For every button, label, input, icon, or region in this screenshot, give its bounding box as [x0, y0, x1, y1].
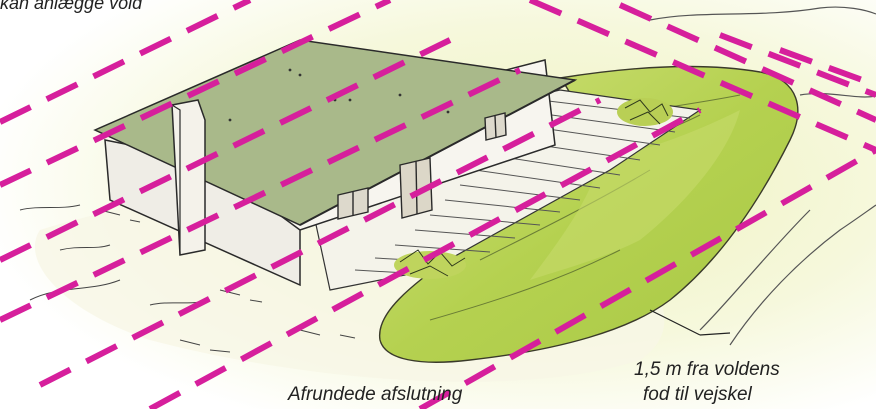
distance-label-line2: fod til vejskel	[643, 383, 752, 407]
top-partial-label: kan anlægge vold	[0, 0, 142, 15]
rounded-end-label: Afrundede afslutning	[288, 383, 462, 407]
window-2	[485, 113, 506, 140]
distance-label-line1: 1,5 m fra voldens	[634, 358, 780, 382]
shrub-right	[617, 98, 673, 126]
